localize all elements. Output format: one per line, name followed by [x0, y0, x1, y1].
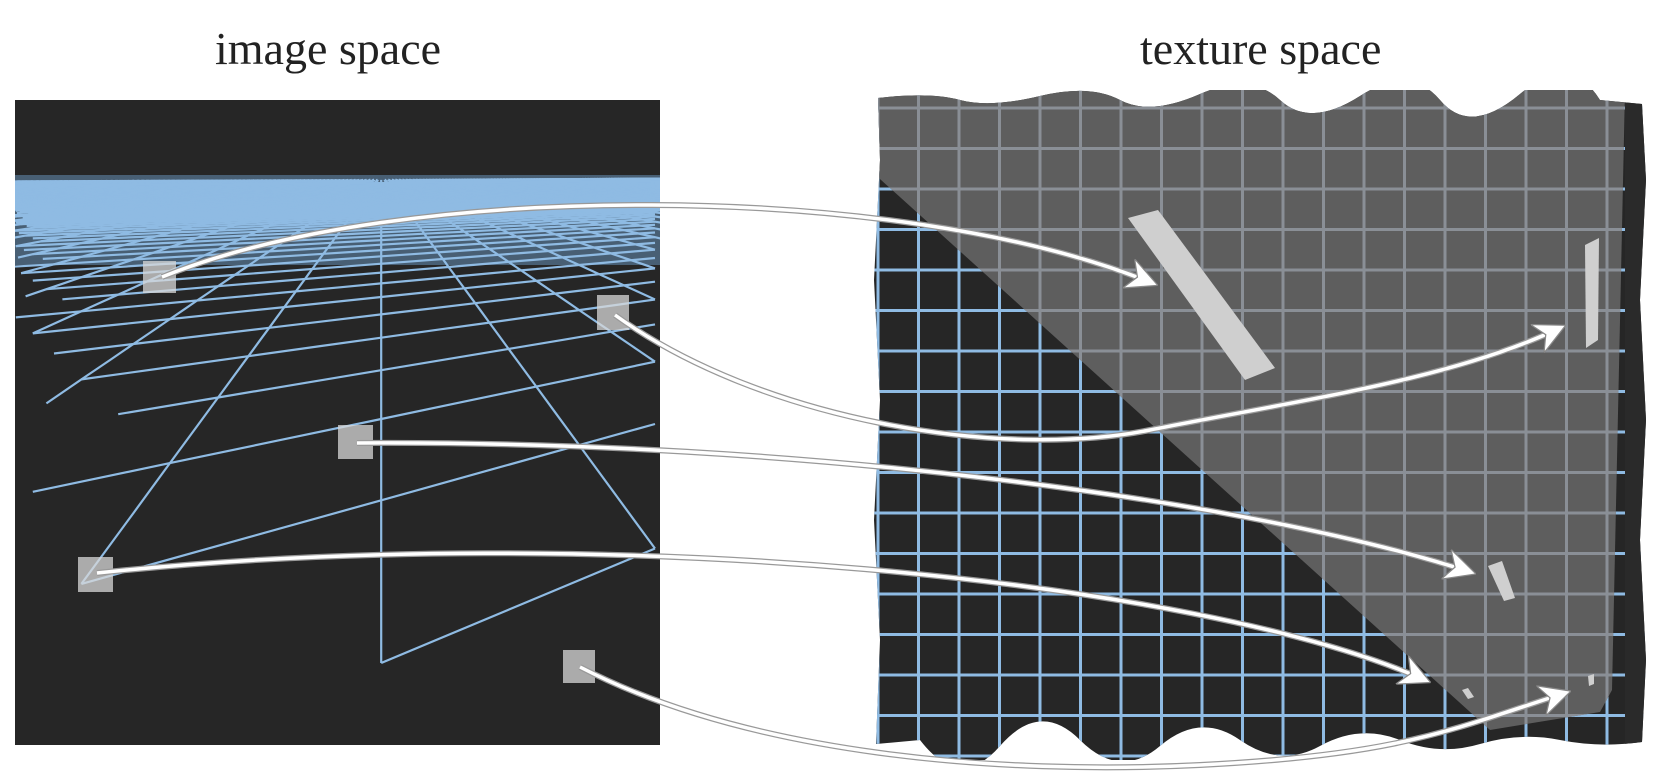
grid-line: [81, 422, 656, 585]
image-space-label: image space: [215, 23, 442, 74]
arrow-5: [579, 665, 1565, 770]
footprint-thin: [1585, 238, 1599, 348]
grid-line: [53, 280, 656, 355]
mapping-arrows: [96, 202, 1565, 771]
texture-space-panel: [874, 90, 1646, 760]
footprint-tiny-2: [1588, 674, 1594, 686]
grid-line: [32, 211, 656, 240]
grid-line: [118, 323, 656, 416]
grid-line: [32, 236, 656, 282]
footprint-small: [1488, 561, 1515, 601]
grid-line: [32, 360, 656, 493]
texture-space-label: texture space: [1140, 23, 1382, 74]
grid-line: [15, 256, 656, 319]
grid-line: [25, 209, 660, 237]
grid-line: [32, 267, 656, 335]
grid-line: [15, 227, 656, 268]
grid-line: [42, 223, 656, 260]
image-space-panel: [15, 100, 660, 745]
grid-line: [32, 220, 656, 256]
grid-line: [46, 241, 656, 291]
arrow-2: [613, 313, 1560, 442]
grid-line: [15, 180, 660, 187]
footprint-tiny: [1462, 688, 1474, 699]
grid-line: [15, 215, 656, 248]
pixel-sample-1: [143, 261, 176, 293]
perspective-grid: [15, 177, 660, 665]
grid-line: [23, 217, 656, 252]
grid-line: [62, 248, 656, 301]
pixel-sample-5: [563, 650, 595, 683]
grid-line: [21, 231, 656, 275]
footprint-large: [1128, 210, 1275, 380]
texture-right-edge: [1625, 90, 1646, 760]
grid-line: [380, 547, 656, 665]
grid-line: [81, 298, 656, 381]
pixel-samples: [78, 261, 629, 683]
grid-line: [40, 213, 656, 243]
arrow-3: [356, 441, 1470, 572]
arrow-4: [96, 551, 1425, 680]
arrow-1: [161, 203, 1152, 283]
